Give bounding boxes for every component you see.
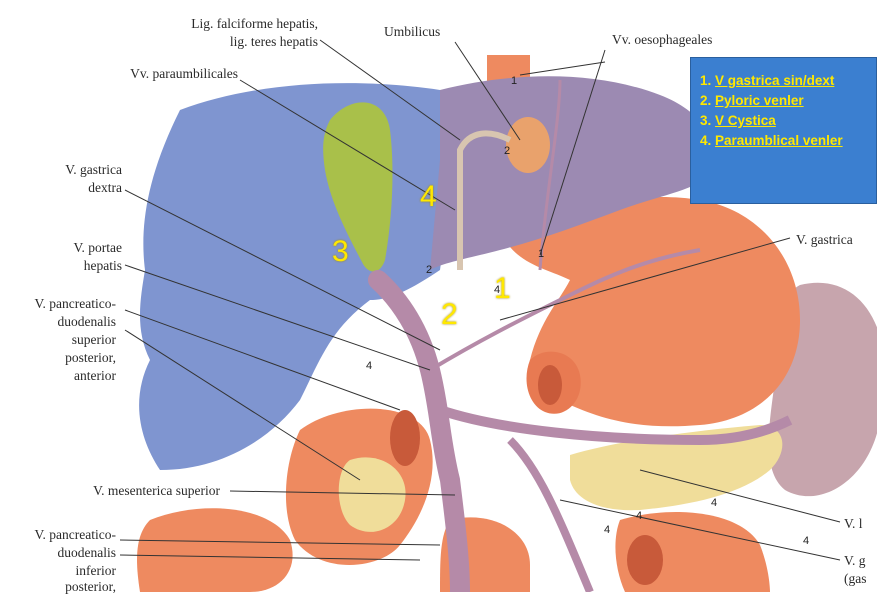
- legend-item-text: Paraumblical venler: [715, 133, 843, 148]
- sup-mesenteric-vein: [507, 437, 594, 594]
- label-gas-partial: (gas: [844, 571, 867, 586]
- small-intestine-left: [137, 508, 293, 592]
- legend-item: 3. V Cystica: [700, 111, 876, 131]
- small-number: 1: [511, 75, 518, 87]
- label-v-pd-inf-2: duodenalis: [57, 545, 117, 560]
- label-lig-falciforme: Lig. falciforme hepatis,: [191, 16, 318, 31]
- legend-item-number: 4.: [700, 133, 712, 148]
- stomach: [505, 196, 800, 427]
- marker-1: 1: [494, 272, 511, 305]
- legend-list: 1. V gastrica sin/dext 2. Pyloric venler…: [691, 58, 876, 151]
- marker-3: 3: [332, 235, 349, 268]
- duodenum-lumen: [390, 410, 420, 466]
- legend-item-number: 2.: [700, 93, 712, 108]
- pancreas: [570, 425, 783, 511]
- label-v-pd-sup-4: posterior,: [65, 350, 116, 365]
- legend-box: 1. V gastrica sin/dext 2. Pyloric venler…: [690, 57, 877, 204]
- legend-item-number: 1.: [700, 73, 712, 88]
- label-v-mesenterica-superior: V. mesenterica superior: [93, 483, 220, 498]
- label-lig-teres: lig. teres hepatis: [229, 34, 318, 49]
- small-number: 2: [426, 264, 433, 276]
- marker-2: 2: [441, 298, 458, 331]
- label-v-pd-sup-3: superior: [71, 332, 116, 347]
- label-vv-paraumbilicales: Vv. paraumbilicales: [130, 66, 238, 81]
- label-vv-oesophageales: Vv. oesophageales: [612, 32, 713, 47]
- oesophageal-vein: [538, 79, 562, 271]
- legend-item-text: V gastrica sin/dext: [715, 73, 835, 88]
- paraumbilical-vein: [457, 130, 512, 270]
- label-v-pd-sup-2: duodenalis: [57, 314, 117, 329]
- label-v-gastrica-right: V. gastrica: [796, 232, 853, 247]
- label-v-pd-sup-1: V. pancreatico-: [34, 296, 116, 311]
- leader-lines: [119, 39, 841, 561]
- intestine-lumen: [627, 535, 663, 585]
- small-number: 4: [636, 510, 643, 522]
- label-v-l-partial: V. l: [844, 516, 863, 531]
- umbilicus: [506, 117, 550, 173]
- legend-item-text: V Cystica: [715, 113, 776, 128]
- small-number: 4: [604, 524, 611, 536]
- label-v-portae-2: hepatis: [83, 258, 122, 273]
- marker-4: 4: [420, 180, 437, 213]
- small-number: 1: [538, 248, 545, 260]
- legend-item: 4. Paraumblical venler: [700, 131, 876, 151]
- legend-item: 2. Pyloric venler: [700, 91, 876, 111]
- legend-item-number: 3.: [700, 113, 712, 128]
- pylorus-lumen: [538, 365, 562, 405]
- gastric-vein: [428, 248, 701, 372]
- small-number: 4: [711, 497, 718, 509]
- splenic-vein: [438, 405, 793, 446]
- label-v-gastrica-dextra-1: V. gastrica: [65, 162, 122, 177]
- small-number: 4: [366, 360, 373, 372]
- small-number: 4: [494, 284, 501, 296]
- gallbladder: [323, 102, 393, 272]
- label-v-pd-sup-5: anterior: [74, 368, 116, 383]
- small-number: 2: [504, 145, 511, 157]
- label-v-pd-inf-4: posterior,: [65, 579, 116, 594]
- label-v-pd-inf-3: inferior: [75, 563, 116, 578]
- label-v-portae-1: V. portae: [73, 240, 123, 255]
- small-number: 4: [803, 535, 810, 547]
- label-v-gastrica-dextra-2: dextra: [88, 180, 122, 195]
- liver-left-lobe: [430, 76, 716, 270]
- label-v-pd-inf-1: V. pancreatico-: [34, 527, 116, 542]
- label-v-g-partial: V. g: [844, 553, 866, 568]
- label-umbilicus: Umbilicus: [384, 24, 441, 39]
- portal-vein: [368, 270, 470, 597]
- legend-item-text: Pyloric venler: [715, 93, 804, 108]
- duodenum-inner: [338, 457, 406, 532]
- legend-item: 1. V gastrica sin/dext: [700, 71, 876, 91]
